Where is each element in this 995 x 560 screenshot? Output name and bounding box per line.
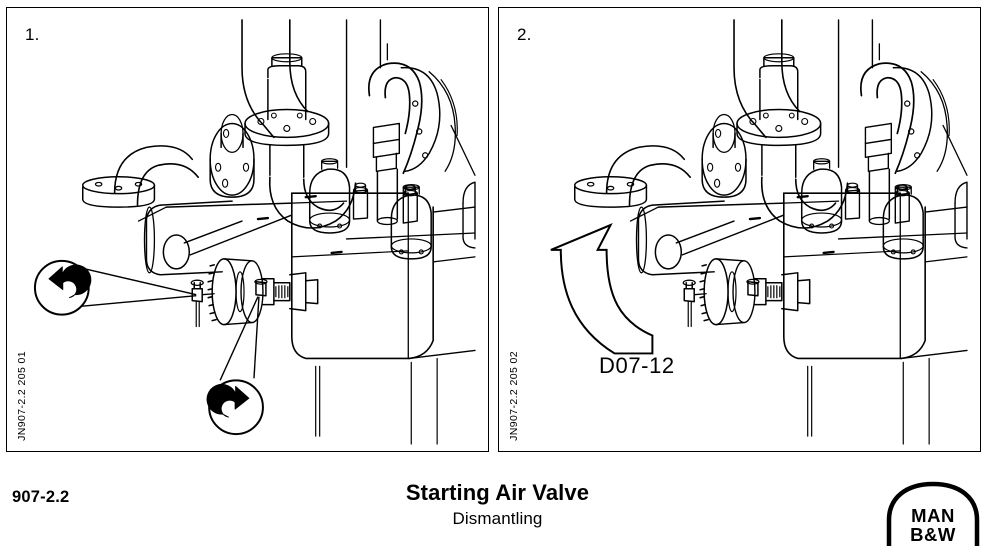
page-subtitle: Dismantling [452,508,543,528]
figure-code-2: JN907-2.2 205 02 [508,351,520,441]
logo-text-line2: B&W [910,524,956,545]
lift-direction-arrow [550,223,654,355]
step-number-2: 2. [517,25,532,44]
figure-code-1: JN907-2.2 205 01 [16,351,28,441]
man-bw-logo: MAN B&W [886,481,980,546]
callout-loosen-counter-clockwise [33,259,197,316]
logo-text-line1: MAN [911,505,955,526]
step-number-1: 1. [25,25,40,44]
technical-drawing-step-2 [550,19,968,445]
figure-panel-step-2: 2. [498,7,981,452]
technical-drawing-step-1 [33,19,476,445]
reference-code: D07-12 [599,353,675,378]
figure-panel-step-1: 1. [6,7,489,452]
page-title: Starting Air Valve [405,480,590,505]
document-title-block: Starting Air Valve Dismantling [0,480,995,531]
callout-loosen-clockwise [206,296,264,436]
document-number: 907-2.2 [12,488,70,506]
page-footer: 907-2.2 Starting Air Valve Dismantling M… [0,452,995,560]
